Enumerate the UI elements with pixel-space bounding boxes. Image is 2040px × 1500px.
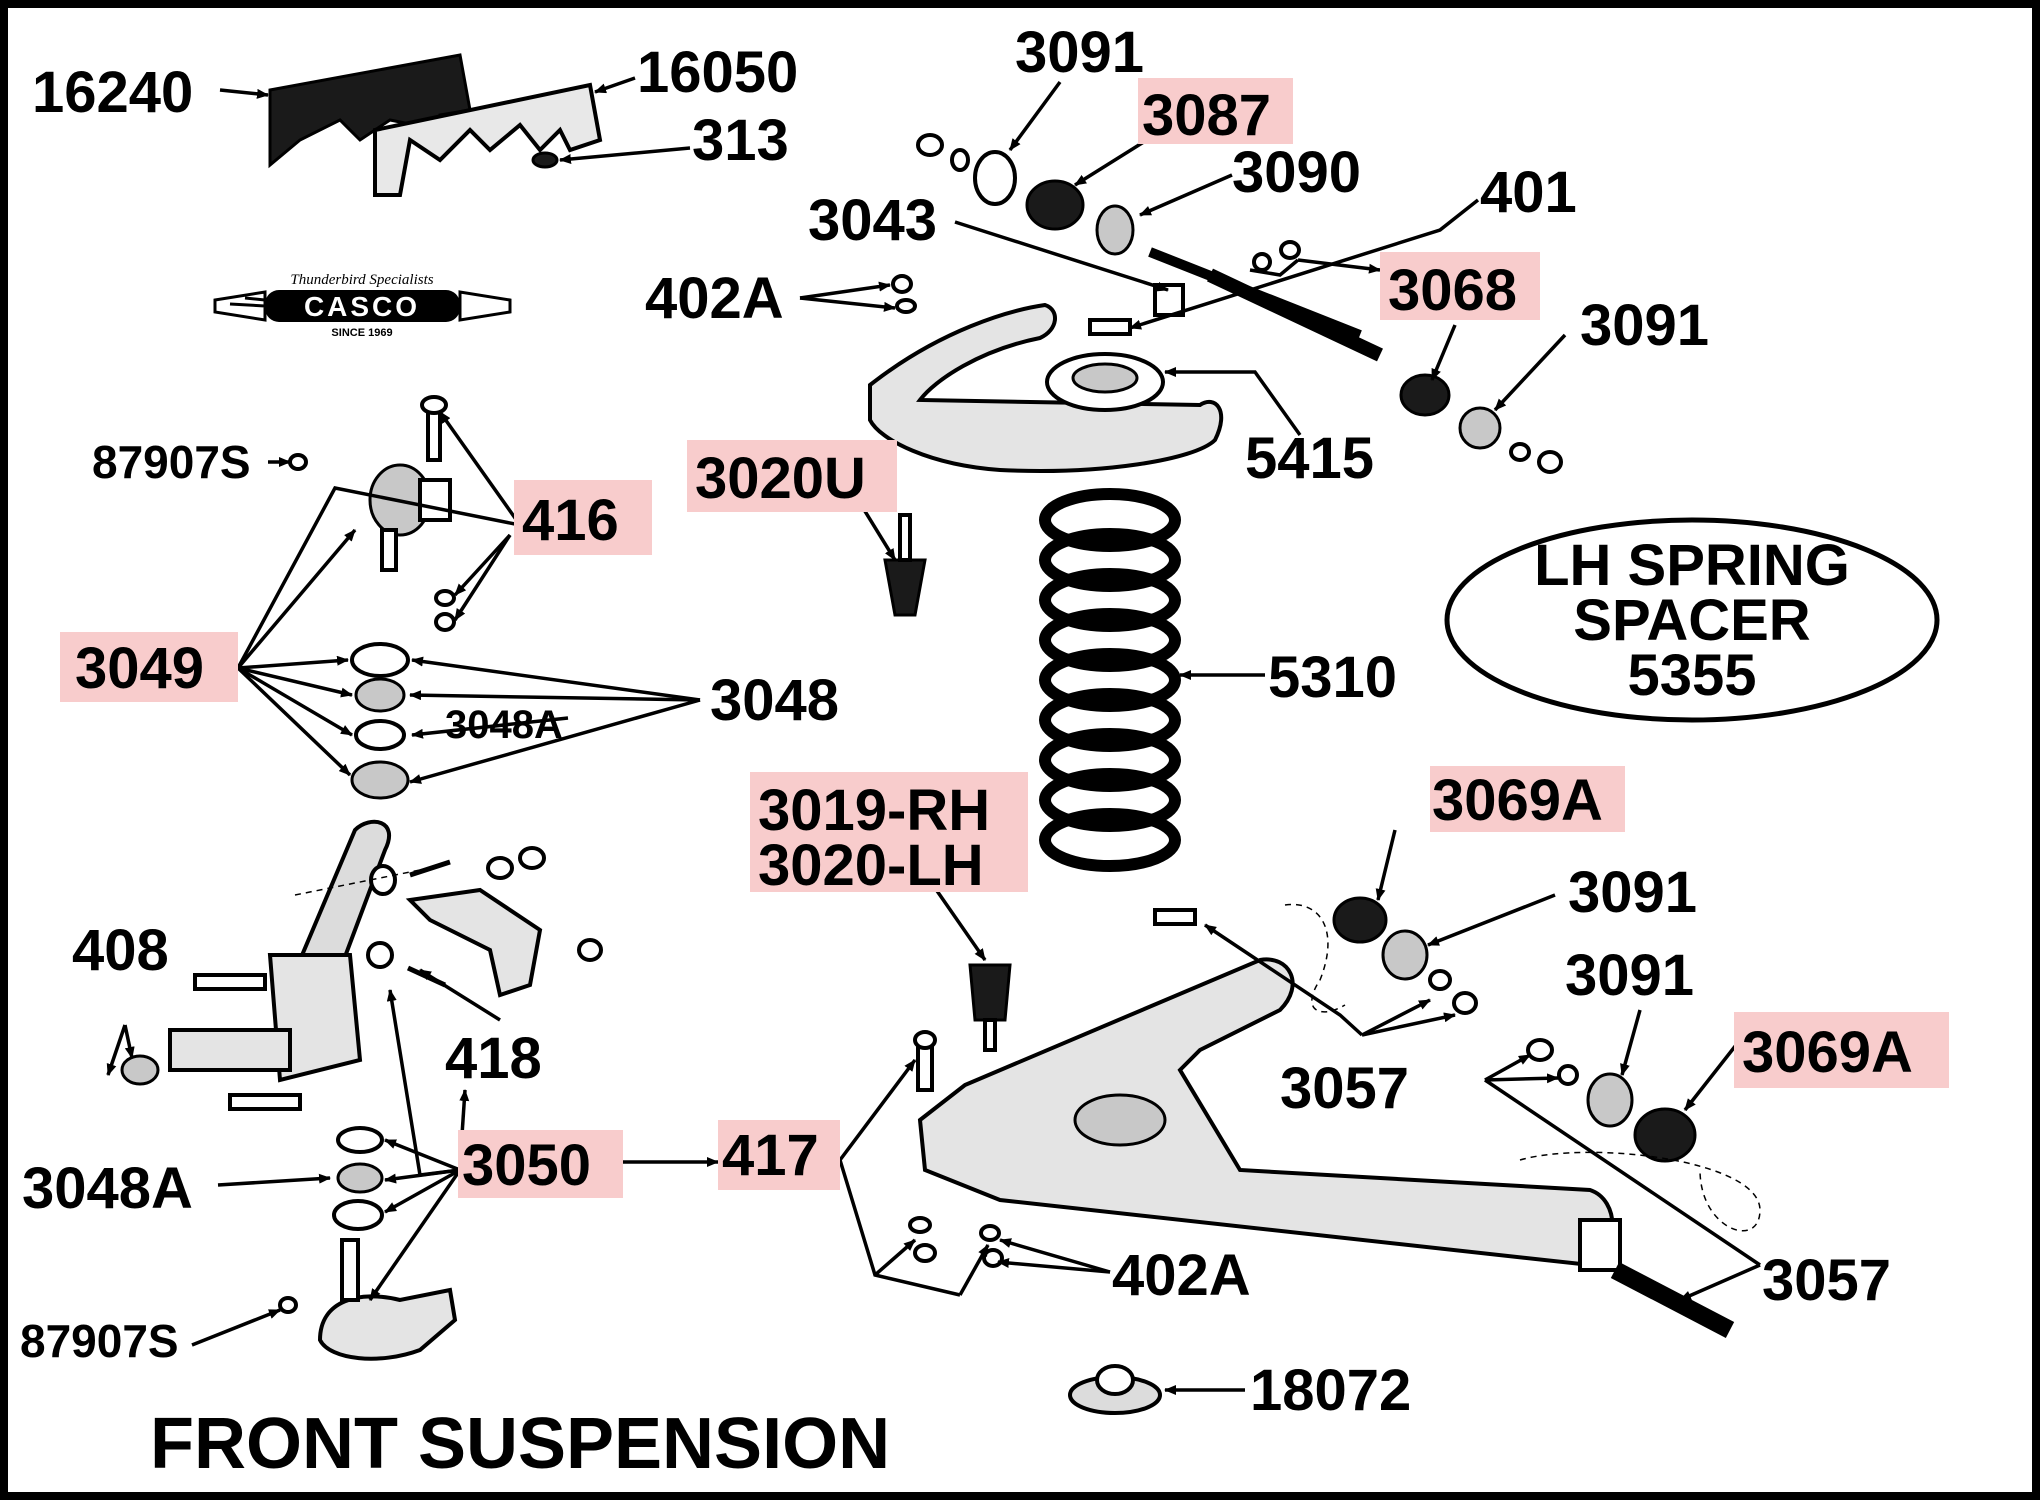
label-3048: 3048 xyxy=(710,668,839,733)
upper-shaft-hardware xyxy=(891,133,1563,474)
part-5415-spring-seat xyxy=(1045,352,1165,412)
label-3043: 3043 xyxy=(808,188,937,253)
label-3048A-lower: 3048A xyxy=(22,1156,193,1221)
label-416: 416 xyxy=(522,488,619,553)
diagram-title: FRONT SUSPENSION xyxy=(150,1404,890,1484)
label-313: 313 xyxy=(692,108,789,173)
highlight-3020U xyxy=(687,440,897,512)
label-408: 408 xyxy=(72,918,169,983)
label-3091-top: 3091 xyxy=(1015,20,1144,85)
casco-logo-word: CASCO xyxy=(304,291,420,322)
lh-spring-spacer-note: LH SPRING SPACER 5355 xyxy=(1534,533,1850,708)
highlight-417 xyxy=(718,1120,840,1190)
dashed-guide-lower xyxy=(1519,1151,1761,1232)
spindle-assembly xyxy=(120,819,603,1111)
label-3091-lower: 3091 xyxy=(1565,943,1694,1008)
label-5415: 5415 xyxy=(1245,426,1374,491)
label-3091-right: 3091 xyxy=(1580,293,1709,358)
note-line2: SPACER xyxy=(1573,588,1810,653)
highlight-3049 xyxy=(60,632,238,702)
part-labels: 16240 16050 313 3091 3087 3090 3043 401 … xyxy=(20,20,1913,1423)
dashed-guide-upper xyxy=(1284,903,1346,1013)
label-87907S-bottom: 87907S xyxy=(20,1315,179,1367)
label-3068: 3068 xyxy=(1388,258,1517,323)
part-313-screw xyxy=(531,151,559,169)
upper-ball-joint-stack xyxy=(288,395,456,800)
label-3069A-upper: 3069A xyxy=(1432,768,1603,833)
lower-ball-joint-stack xyxy=(278,1126,458,1361)
highlight-3069A-lower xyxy=(1734,1012,1949,1088)
highlight-boxes xyxy=(60,78,1949,1198)
casco-logo-script: Thunderbird Specialists xyxy=(290,272,433,288)
label-3050: 3050 xyxy=(462,1133,591,1198)
label-401: 401 xyxy=(1480,160,1577,225)
casco-logo-since: SINCE 1969 xyxy=(331,327,392,339)
label-402A-bottom: 402A xyxy=(1112,1243,1251,1308)
part-3019-3020-bumper xyxy=(968,963,1012,1052)
label-16240: 16240 xyxy=(32,60,193,125)
part-16050-bracket xyxy=(373,82,603,197)
label-3048A-small: 3048A xyxy=(445,703,563,747)
label-87907S-top: 87907S xyxy=(92,436,251,488)
part-16240-plate xyxy=(268,53,472,169)
label-3019-RH: 3019-RH xyxy=(758,778,990,843)
highlight-3050 xyxy=(458,1130,623,1198)
label-3020-LH: 3020-LH xyxy=(758,833,984,898)
label-417: 417 xyxy=(722,1123,819,1188)
casco-logo: CASCO Thunderbird Specialists SINCE 1969 xyxy=(213,272,512,339)
leader-lines xyxy=(106,76,1761,1395)
highlight-3069A-upper xyxy=(1430,766,1625,832)
label-3090: 3090 xyxy=(1232,140,1361,205)
highlight-3068 xyxy=(1380,252,1540,320)
highlight-416 xyxy=(514,480,652,555)
label-18072: 18072 xyxy=(1250,1358,1411,1423)
note-line3: 5355 xyxy=(1627,643,1756,708)
highlight-3019-3020 xyxy=(750,772,1028,892)
label-3049: 3049 xyxy=(75,636,204,701)
label-3057-mid: 3057 xyxy=(1280,1056,1409,1121)
label-16050: 16050 xyxy=(637,40,798,105)
label-3087: 3087 xyxy=(1142,83,1271,148)
part-18072-mount xyxy=(1068,1364,1162,1415)
part-5310-coil-spring xyxy=(1039,488,1181,872)
note-line1: LH SPRING xyxy=(1534,533,1850,598)
label-5310: 5310 xyxy=(1268,645,1397,710)
part-3020U-bumper xyxy=(883,513,927,617)
lh-spring-spacer-note-ellipse xyxy=(1444,517,1940,723)
label-3020U: 3020U xyxy=(695,446,866,511)
upper-control-arm xyxy=(868,302,1224,473)
label-3057-bottom: 3057 xyxy=(1762,1248,1891,1313)
label-3069A-lower: 3069A xyxy=(1742,1020,1913,1085)
label-3091-mid: 3091 xyxy=(1568,860,1697,925)
label-402A-top: 402A xyxy=(645,266,784,331)
label-418: 418 xyxy=(445,1026,542,1091)
highlight-3087 xyxy=(1138,78,1293,144)
lower-control-arm xyxy=(908,896,1735,1338)
